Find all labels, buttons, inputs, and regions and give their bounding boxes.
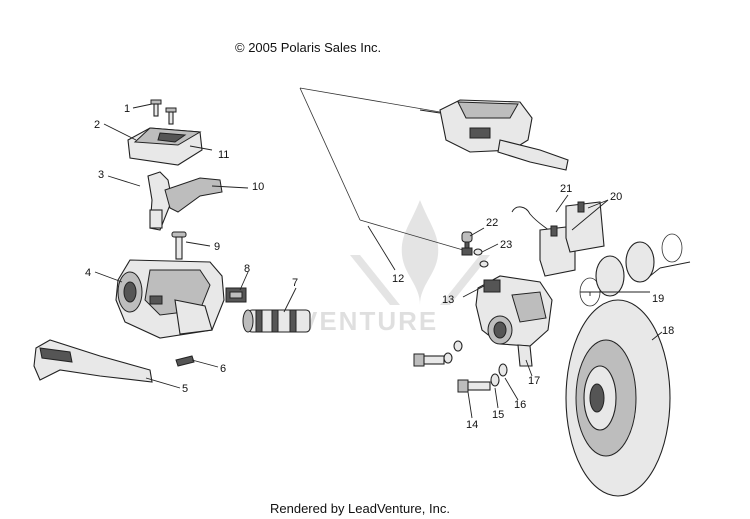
washer-part-23 [473,248,489,268]
callout-21: 21 [560,183,572,195]
caliper-pistons-part-19 [579,233,683,307]
callout-14: 14 [466,419,478,431]
leader-lines [94,103,691,419]
callout-20: 20 [610,191,622,203]
brake-lever-part-5 [33,339,153,383]
watermark-text: VENTURE [300,306,439,336]
bolt-part-14 [457,379,491,393]
reservoir-cover-part-2 [127,127,203,166]
callout-8: 8 [244,263,250,275]
callout-2: 2 [94,119,100,131]
callout-11: 11 [218,149,229,161]
leadventure-watermark-logo [350,200,490,305]
callout-12: 12 [392,273,404,285]
callout-4: 4 [85,267,91,279]
callout-22: 22 [486,217,498,229]
lever-bracket-part-10 [147,171,223,231]
callout-6: 6 [220,363,226,375]
copyright-notice: © 2005 Polaris Sales Inc. [235,40,382,55]
callout-7: 7 [292,277,298,289]
callout-3: 3 [98,169,104,181]
brake-line-part-12 [299,87,473,256]
assembled-master-cylinder [439,99,569,171]
callout-labels: 1 2 3 4 5 6 7 8 9 10 11 12 13 14 15 16 1… [85,103,674,431]
footer-credit: Rendered by LeadVenture, Inc. [270,501,450,516]
callout-19: 19 [652,293,664,305]
callout-18: 18 [662,325,674,337]
callout-15: 15 [492,409,504,421]
callout-5: 5 [182,383,188,395]
callout-9: 9 [214,241,220,253]
callout-23: 23 [500,239,512,251]
bleeder-valve-part-22 [461,231,473,249]
pin-part-9 [171,231,187,260]
washer-part-16 [498,363,508,377]
callout-16: 16 [514,399,526,411]
caliper-bolt-upper [413,340,463,367]
washer-part-15 [490,373,500,387]
caliper-part-17 [475,275,553,367]
callout-13: 13 [442,294,454,306]
piston-part-7 [242,309,311,333]
brake-pads-part-20 [539,201,605,277]
callout-1: 1 [124,103,130,115]
master-cylinder-body-part-4 [115,259,225,339]
clip-part-8 [225,287,247,303]
callout-17: 17 [528,375,540,387]
brake-rotor-part-18 [565,299,671,497]
small-pin-part-6 [175,355,195,367]
screw-part-1 [150,99,177,125]
callout-10: 10 [252,181,264,193]
